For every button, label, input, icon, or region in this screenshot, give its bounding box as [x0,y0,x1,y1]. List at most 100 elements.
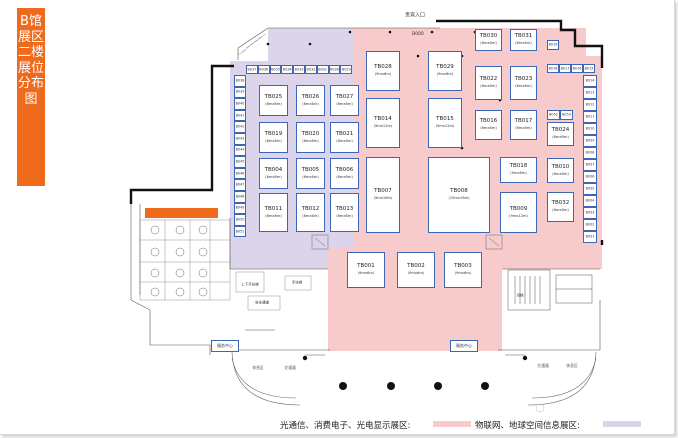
booth-b032[interactable]: B032 [305,65,317,74]
booth-b038[interactable]: B038 [234,75,246,87]
booth-tb030[interactable]: TB030(6mx6m) [475,29,502,51]
booth-b002[interactable]: B002 [583,219,597,231]
booth-tb019[interactable]: TB019(6mx6m) [259,122,288,153]
booth-tb008[interactable]: TB008(15mx18m) [428,157,490,233]
booth-tb025[interactable]: TB025(6mx6m) [259,85,288,116]
booth-tb029[interactable]: TB029(9mx6m) [428,51,462,91]
booth-id: B037 [247,66,257,71]
booth-tb018[interactable]: TB018(9mx6m) [500,157,537,183]
round-tables [150,225,208,297]
booth-tb031[interactable]: TB031(6mx6m) [510,29,537,51]
booth-tb020[interactable]: TB020(6mx6m) [296,122,325,153]
booth-tb011[interactable]: TB011(6mx6m) [259,193,288,232]
booth-b005[interactable]: B005 [583,183,597,195]
booth-id: TB012 [301,205,320,212]
booth-b049[interactable]: B049 [234,202,246,215]
booth-b009[interactable]: B009 [583,135,597,147]
booth-id: B035 [271,66,280,71]
booth-b006[interactable]: B006 [583,171,597,183]
booth-id: TB005 [301,166,320,173]
booth-b052[interactable]: B052 [547,110,560,120]
booth-id: B012 [585,102,595,107]
booth-b030[interactable]: B030 [328,65,341,74]
booth-tb015[interactable]: TB015(9mx12m) [428,98,462,148]
booth-id: TB032 [551,200,570,206]
booth-tb004[interactable]: TB004(6mx6m) [259,158,288,189]
booth-b003[interactable]: B003 [583,207,597,219]
booth-b047[interactable]: B047 [234,179,246,191]
booth-id: B050 [235,217,245,222]
booth-id: TB025 [264,93,283,100]
booth-b012[interactable]: B012 [583,99,597,111]
booth-size: (9mx6m) [357,271,375,275]
booth-id: B010 [585,126,595,131]
booth-id: B005 [585,186,595,191]
booth-b042[interactable]: B042 [234,121,246,133]
booth-id: B013 [585,90,595,95]
booth-b033[interactable]: B033 [293,65,305,74]
booth-b035[interactable]: B035 [269,65,282,74]
booth-b015[interactable]: B015 [583,64,595,73]
booth-tb009[interactable]: TB009(9mx12m) [500,192,537,233]
booth-b036[interactable]: B036 [257,65,270,74]
booth-tb023[interactable]: TB023(6mx6m) [510,66,537,100]
booth-b017[interactable]: B017 [559,64,571,73]
booth-tb016[interactable]: TB016(6mx6m) [475,110,502,140]
booth-b046[interactable]: B046 [234,167,246,180]
booth-b001[interactable]: B001 [583,231,597,243]
booth-tb012[interactable]: TB012(6mx6m) [296,193,325,232]
booth-b019[interactable]: B019 [547,40,559,50]
booth-b004[interactable]: B004 [583,195,597,207]
booth-b034[interactable]: B034 [281,65,294,74]
booth-tb032[interactable]: TB032(6mx6m) [547,192,574,222]
booth-tb003[interactable]: TB003(9mx6m) [444,252,482,288]
booth-tb002[interactable]: TB002(9mx6m) [397,252,435,288]
booth-tb005[interactable]: TB005(6mx6m) [296,158,325,189]
booth-tb010[interactable]: TB010(6mx6m) [547,158,574,183]
booth-size: (9mx6m) [436,72,454,76]
booth-b029[interactable]: B029 [340,65,353,74]
booth-id: B034 [282,66,292,71]
booth-b044[interactable]: B044 [234,144,246,157]
booth-b014[interactable]: B014 [583,75,597,87]
booth-b010[interactable]: B010 [583,123,597,135]
booth-size: (6mx6m) [265,138,282,143]
booth-tb024[interactable]: TB024(6mx6m) [547,122,574,146]
booth-tb014[interactable]: TB014(9mx12m) [366,98,400,148]
booth-b013[interactable]: B013 [583,87,597,99]
legend-swatch-purple [603,421,641,427]
booth-tb027[interactable]: TB027(6mx6m) [330,85,359,116]
booth-tb017[interactable]: TB017(6mx6m) [510,110,537,140]
booth-b011[interactable]: B011 [583,111,597,123]
booth-b018[interactable]: B018 [547,64,559,73]
booth-b031[interactable]: B031 [316,65,329,74]
booth-b045[interactable]: B045 [234,156,246,168]
title-tab [17,8,45,186]
booth-id: B001 [585,234,595,239]
booth-tb021[interactable]: TB021(6mx6m) [330,122,359,153]
booth-size: (6mx6m) [302,101,319,106]
booth-b040[interactable]: B040 [234,98,246,110]
booth-b050[interactable]: B050 [234,214,246,226]
booth-tb026[interactable]: TB026(6mx6m) [296,85,325,116]
booth-tb001[interactable]: TB001(9mx6m) [347,252,385,288]
booth-id: B042 [235,124,245,129]
booth-tb022[interactable]: TB022(6mx6m) [475,66,502,100]
booth-b039[interactable]: B039 [234,86,246,99]
booth-b051[interactable]: B051 [234,225,246,238]
booth-b041[interactable]: B041 [234,109,246,122]
booth-id: B011 [585,114,595,119]
booth-tb013[interactable]: TB013(6mx6m) [330,193,359,232]
booth-b008[interactable]: B008 [583,147,597,159]
booth-b037[interactable]: B037 [246,65,258,74]
booth-b043[interactable]: B043 [234,133,246,145]
booth-tb006[interactable]: TB006(6mx6m) [330,158,359,189]
booth-tb028[interactable]: TB028(9mx6m) [366,51,400,91]
booth-b048[interactable]: B048 [234,191,246,203]
booth-size: (6mx6m) [336,101,353,106]
booth-b016[interactable]: B016 [571,64,583,73]
booth-b053[interactable]: B053 [560,110,573,120]
booth-b007[interactable]: B007 [583,159,597,171]
booth-tb007[interactable]: TB007(9mx18m) [366,157,400,233]
